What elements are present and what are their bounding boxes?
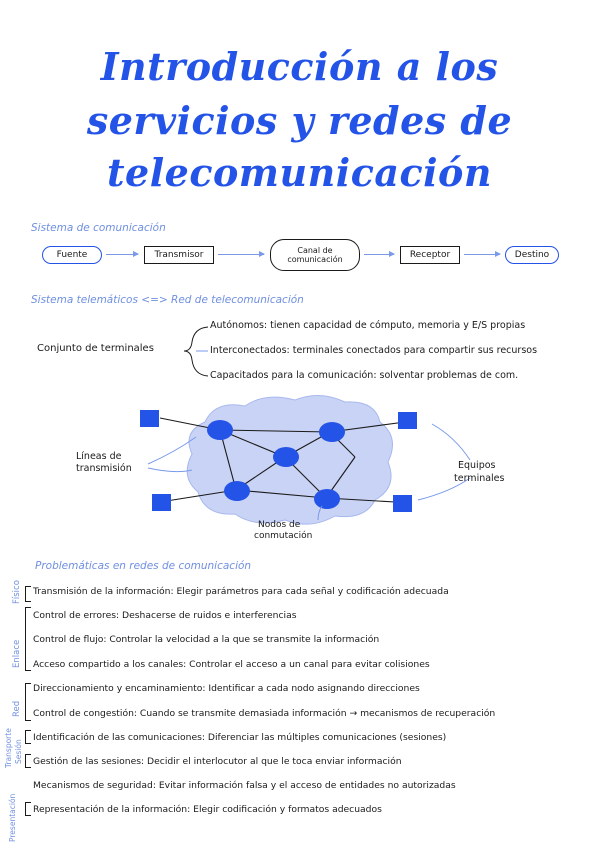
terminals-group-label: Conjunto de terminales xyxy=(37,343,154,354)
label-nodes-1: Nodos de xyxy=(258,520,301,530)
layer-enlace: Enlace xyxy=(12,639,22,668)
arrow-3 xyxy=(364,251,395,257)
receiver-box: Receptor xyxy=(400,246,460,264)
bracket-transporte xyxy=(25,730,31,744)
telematic-item-2: Interconectados: terminales conectados p… xyxy=(210,345,538,356)
terminals-brace xyxy=(183,326,209,377)
problem-row: Identificación de las comunicaciones: Di… xyxy=(33,732,447,743)
layer-sesion: Sesión xyxy=(14,739,23,764)
arrow-2 xyxy=(218,251,265,257)
layer-fisico: Físico xyxy=(12,580,22,604)
destination-box: Destino xyxy=(505,246,559,264)
telematic-item-3: Capacitados para la comunicación: solven… xyxy=(210,370,519,381)
label-lines-1: Líneas de xyxy=(76,451,122,462)
comm-system-heading: Sistema de comunicación xyxy=(31,222,166,234)
label-lines-2: transmisión xyxy=(76,463,132,474)
transmitter-box: Transmisor xyxy=(144,246,214,264)
problem-row: Transmisión de la información: Elegir pa… xyxy=(33,586,449,597)
node-1 xyxy=(207,420,233,440)
bracket-enlace xyxy=(25,607,31,671)
bracket-presentacion xyxy=(25,802,31,816)
telematic-item-1: Autónomos: tienen capacidad de cómputo, … xyxy=(210,320,526,331)
label-terminals-2: terminales xyxy=(454,473,505,484)
node-5 xyxy=(314,489,340,509)
problem-row: Control de congestión: Cuando se transmi… xyxy=(33,708,496,719)
node-3 xyxy=(273,447,299,467)
label-terminals-1: Equipos xyxy=(458,460,496,471)
problem-row: Gestión de las sesiones: Decidir el inte… xyxy=(33,756,402,767)
problem-row: Direccionamiento y encaminamiento: Ident… xyxy=(33,683,420,694)
layer-transporte: Transporte xyxy=(4,728,13,768)
title-line-1: Introducción a los xyxy=(100,44,499,89)
source-box: Fuente xyxy=(42,246,102,264)
arrow-4 xyxy=(464,251,501,257)
terminal-bottom-left xyxy=(152,494,171,511)
title-line-2: servicios y redes de xyxy=(86,98,513,143)
problem-row: Representación de la información: Elegir… xyxy=(33,804,382,815)
title-line-3: telecomunicación xyxy=(106,150,493,195)
network-diagram xyxy=(140,395,471,525)
problem-row: Acceso compartido a los canales: Control… xyxy=(33,659,430,670)
problem-row: Control de flujo: Controlar la velocidad… xyxy=(33,634,380,645)
bracket-fisico xyxy=(25,586,31,602)
channel-label-1: Canal de xyxy=(297,246,333,255)
telematic-heading: Sistema telemáticos <=> Red de telecomun… xyxy=(31,294,304,306)
bracket-red xyxy=(25,683,31,721)
arrow-1 xyxy=(106,251,139,257)
terminal-bottom-right xyxy=(393,495,412,512)
terminal-top-left xyxy=(140,410,159,427)
layer-red: Red xyxy=(12,700,22,717)
terminal-top-right xyxy=(398,412,417,429)
node-4 xyxy=(224,481,250,501)
channel-label-2: comunicación xyxy=(287,255,343,264)
channel-cloud: Canal de comunicación xyxy=(270,239,360,271)
label-nodes-2: conmutación xyxy=(254,531,313,541)
bracket-sesion xyxy=(25,754,31,768)
node-2 xyxy=(319,422,345,442)
problem-row: Mecanismos de seguridad: Evitar informac… xyxy=(33,780,456,791)
problem-row: Control de errores: Deshacerse de ruidos… xyxy=(33,610,297,621)
layer-presentacion: Presentación xyxy=(8,793,17,842)
problems-heading: Problemáticas en redes de comunicación xyxy=(35,560,252,572)
